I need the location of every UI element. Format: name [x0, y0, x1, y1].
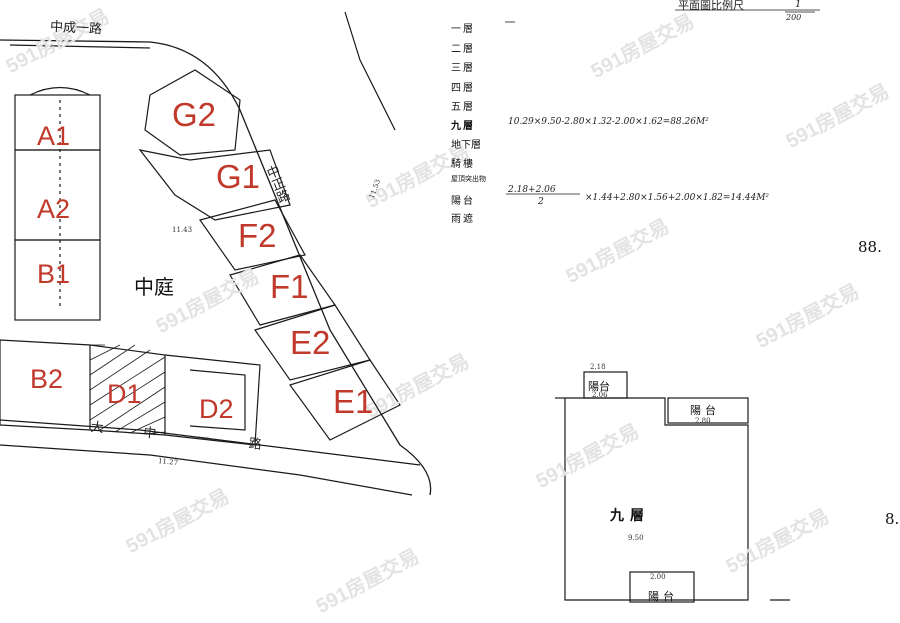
balcony-label: 陽台 [690, 404, 720, 417]
balcony-label: 陽台 [588, 380, 610, 393]
scale-label: 平面圖比例尺 [678, 0, 744, 12]
page-number: 88. [858, 238, 882, 256]
area-calc-floor9: 10.29×9.50-2.80×1.32-2.00×1.62=88.26M² [508, 117, 709, 127]
road-name-top: 中成一路 [49, 19, 103, 38]
floor-plan-title: 九層 [610, 508, 650, 524]
unit-g1: G1 [216, 158, 261, 195]
courtyard-label: 中庭 [134, 275, 174, 299]
dimension-note: 2.18 [590, 363, 606, 371]
floor-row: 九層 [451, 121, 475, 132]
dimension-note: 2.06 [592, 391, 608, 399]
unit-e2: E2 [290, 324, 331, 361]
unit-f1: F1 [270, 268, 309, 305]
unit-b2: B2 [30, 364, 64, 394]
unit-g2: G2 [172, 96, 217, 133]
balcony-label: 陽台 [648, 590, 678, 603]
unit-a1: A1 [37, 121, 71, 151]
floor-row: 雨遮 [451, 214, 475, 225]
area-calc-balcony-numerator: 2.18+2.06 [508, 185, 556, 195]
unit-a2: A2 [37, 194, 71, 224]
dimension-note: 2.00 [650, 573, 666, 581]
unit-e1: E1 [333, 383, 374, 420]
dimension-note: 2.80 [695, 417, 711, 425]
floor-row: 四層 [451, 83, 475, 94]
unit-d1: D1 [107, 379, 142, 409]
floor-row: 二層 [451, 44, 475, 55]
floor-row: 三層 [451, 63, 475, 74]
unit-b1: B1 [37, 259, 71, 289]
scale-denominator: 200 [786, 13, 802, 22]
scale-numerator: 1 [795, 0, 802, 10]
unit-d2: D2 [199, 394, 234, 424]
floor-row: 陽台 [451, 196, 475, 207]
floor-row: 地下層 [451, 140, 481, 151]
page-number: 8. [885, 510, 900, 528]
area-calc-balcony-rest: ×1.44+2.80×1.56+2.00×1.82=14.44M² [585, 193, 770, 203]
floor-row: 一層 [451, 24, 475, 35]
dimension-note: 11.43 [172, 226, 193, 234]
floor-row: 五層 [451, 102, 475, 113]
dimension-note: 9.50 [628, 534, 644, 542]
floor-row: 騎樓 [451, 159, 475, 170]
floor-row: 屋頂突出物 [451, 175, 486, 183]
unit-f2: F2 [238, 217, 277, 254]
area-calc-balcony-denominator: 2 [538, 197, 544, 207]
